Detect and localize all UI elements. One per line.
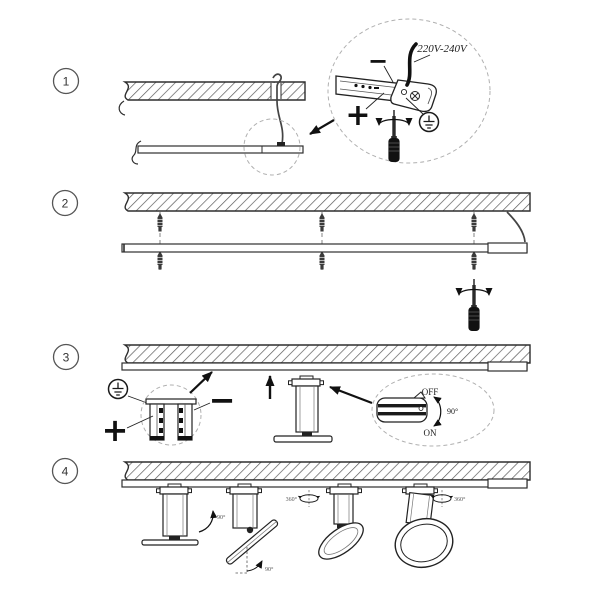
step-4: 4 90° 90°: [51, 457, 531, 574]
track-end-connector: [487, 478, 528, 489]
lock-rotation-arrow: [433, 396, 442, 427]
light-panel: [141, 539, 199, 546]
adapter-rotation-detail: OFF ON 90°: [371, 373, 495, 447]
step-3-badge: 3: [52, 343, 80, 371]
step-3-number: 3: [63, 351, 70, 365]
junction-highlight-circle: [243, 118, 301, 176]
power-track-step-2: [121, 242, 528, 254]
track-end-connector: [487, 242, 528, 254]
ring-light-panel: [394, 517, 454, 569]
rotate-angle-label: 360°: [454, 496, 466, 503]
step-1-number: 1: [63, 75, 70, 89]
plus-terminal-label: +: [345, 98, 370, 133]
ceiling-step-2: [122, 192, 531, 212]
break-squiggle: [118, 100, 126, 116]
voltage-leader-line: [413, 54, 431, 63]
spotlight-2: [225, 483, 279, 565]
adapter-pointer-arrow: [329, 385, 373, 405]
ceiling-step-4: [122, 461, 531, 481]
step-3: 3 + −: [52, 343, 531, 449]
track-cross-section: [145, 398, 197, 441]
power-track-step-1: [131, 140, 304, 165]
spotlight-1: [141, 483, 199, 546]
spotlight-4: [394, 483, 454, 569]
rotate-angle-label: 360°: [286, 496, 298, 503]
screwdriver-icon: [467, 278, 481, 332]
track-adapter: [273, 375, 333, 443]
step-2: 2: [51, 189, 531, 332]
mains-wire: [506, 211, 526, 243]
mounting-screw: [157, 250, 163, 270]
tilt-angle-label: 90°: [217, 514, 226, 521]
step-1-badge: 1: [52, 67, 80, 95]
adapter-base: [273, 435, 333, 443]
cross-section-highlight-circle: [140, 384, 202, 446]
mounting-screw: [157, 212, 163, 232]
step-2-number: 2: [62, 197, 69, 211]
mounting-screw: [471, 212, 477, 232]
mount-direction-arrow: [189, 371, 213, 394]
angle-guide: [234, 547, 248, 574]
on-label: ON: [424, 428, 437, 438]
step-4-number: 4: [62, 465, 69, 479]
power-track-step-3: [121, 361, 528, 372]
light-panel: [318, 522, 364, 560]
voltage-label: 220V-240V: [417, 43, 468, 55]
wire-terminal: [277, 142, 285, 146]
adapter-body: [295, 385, 319, 433]
tilt-angle-label: 90°: [265, 566, 274, 573]
step-4-badge: 4: [51, 457, 79, 485]
wiring-detail-bubble: 220V-240V − +: [327, 18, 491, 164]
ground-icon: [107, 378, 129, 400]
mounting-screw: [319, 212, 325, 232]
minus-terminal-label: −: [209, 381, 236, 419]
step-1: 1: [52, 18, 491, 176]
ceiling-step-3: [122, 344, 531, 364]
break-squiggle: [131, 140, 142, 165]
mains-cable-thick: [405, 42, 418, 87]
angle-90-label: 90°: [447, 407, 458, 416]
track-connector-3d: [335, 75, 437, 113]
step-2-badge: 2: [51, 189, 79, 217]
plus-terminal-label: +: [102, 411, 129, 449]
detail-pointer-arrow: [309, 119, 335, 135]
track-end-connector: [487, 361, 528, 372]
adapter-head: [287, 375, 325, 387]
adapter-side-view: [376, 391, 428, 423]
ceiling-step-1: [118, 81, 306, 116]
power-track-step-4: [121, 478, 528, 489]
spotlight-3: [318, 483, 364, 560]
off-label: OFF: [422, 387, 439, 397]
mounting-screw: [471, 250, 477, 270]
mains-wire: [272, 73, 284, 145]
wire-hole: [271, 83, 281, 99]
rotation-axis-icon: [297, 489, 321, 508]
tilt-arrow: [246, 560, 263, 572]
minus-terminal-label: −: [368, 47, 388, 75]
tilt-arrow: [198, 510, 218, 533]
ground-icon: [418, 111, 440, 133]
mounting-screw: [319, 250, 325, 270]
screw-guides: [157, 212, 477, 270]
